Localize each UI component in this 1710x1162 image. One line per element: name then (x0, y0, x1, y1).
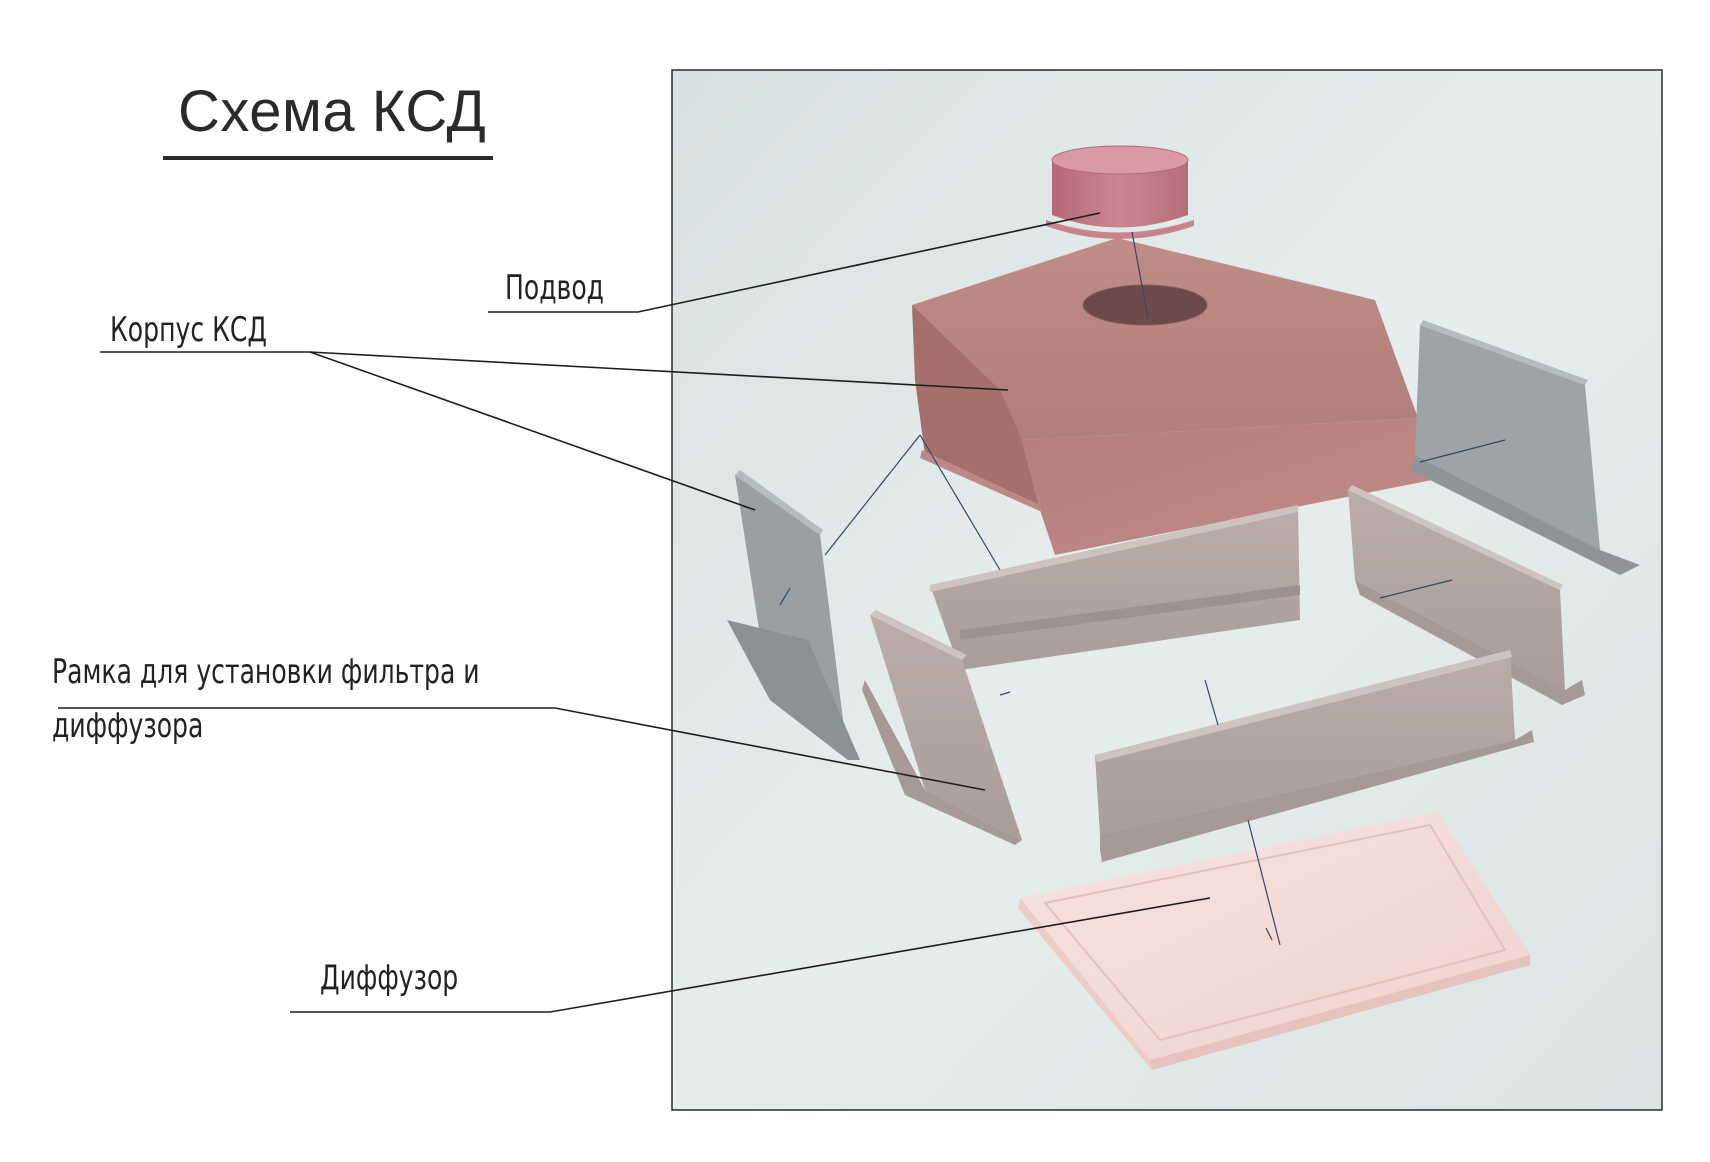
label-diffuzor: Диффузор (320, 958, 459, 998)
diffuser-panel (1018, 812, 1530, 1070)
side-panel-left (727, 470, 860, 760)
label-ramka-line2: диффузора (52, 706, 204, 746)
label-podvod: Подвод (505, 268, 605, 308)
frame-rail-back (930, 505, 1300, 670)
frame-rail-front (1095, 650, 1534, 862)
frame-rail-right (1348, 485, 1585, 705)
label-korpus-ksd: Корпус КСД (110, 310, 268, 350)
leader-ramka (58, 707, 986, 791)
leader-diffuzor (290, 897, 1211, 1013)
inlet-collar (1046, 145, 1194, 239)
diagram-title: Схема КСД (178, 79, 487, 144)
title-underline (163, 156, 493, 160)
side-panel-right (1410, 320, 1640, 575)
assembly-axis-lines (779, 231, 1506, 946)
leader-podvod (488, 212, 1101, 313)
frame-rail-left (862, 610, 1022, 845)
leader-korpus-2 (309, 351, 756, 511)
leader-lines (58, 212, 1211, 1013)
label-ramka-line1: Рамка для установки фильтра и (52, 652, 480, 692)
